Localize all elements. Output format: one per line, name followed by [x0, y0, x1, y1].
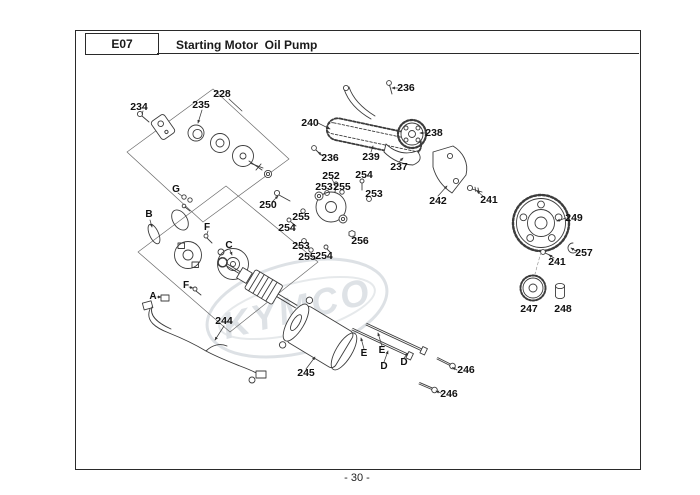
oil-pump-parts — [136, 110, 273, 179]
idler-gear-247 — [519, 274, 547, 302]
page-number: - 30 - — [344, 472, 370, 484]
part-label-249: 249 — [565, 211, 583, 224]
part-label-228: 228 — [213, 87, 231, 100]
bolt-241-upper — [466, 184, 483, 193]
part-label-E: E — [378, 345, 386, 356]
part-label-F: F — [182, 280, 190, 291]
part-label-245: 245 — [297, 366, 315, 379]
part-label-252: 252 — [322, 169, 340, 182]
section-code: E07 — [111, 37, 133, 51]
part-label-235: 235 — [192, 98, 210, 111]
through-bolts — [351, 322, 428, 361]
page-frame — [75, 30, 641, 470]
part-label-241: 241 — [480, 193, 498, 206]
part-label-253: 253 — [292, 239, 310, 252]
part-label-A: A — [149, 291, 157, 302]
part-label-239: 239 — [362, 150, 380, 163]
part-label-257: 257 — [575, 246, 593, 259]
part-label-242: 242 — [429, 194, 447, 207]
wire-harness — [141, 300, 267, 384]
end-cover-detail-box — [137, 185, 319, 333]
part-label-253: 253 — [365, 187, 383, 200]
bracket-242 — [432, 145, 468, 194]
part-label-254: 254 — [355, 168, 373, 181]
part-label-250: 250 — [259, 198, 277, 211]
part-label-236: 236 — [321, 151, 339, 164]
starter-motor-housing — [278, 296, 358, 371]
part-label-254: 254 — [315, 249, 333, 262]
section-code-box: E07 — [85, 33, 159, 55]
part-label-255: 255 — [333, 180, 351, 193]
part-label-241: 241 — [548, 255, 566, 268]
gear-axis-line — [534, 251, 542, 275]
part-label-E: E — [360, 348, 368, 359]
part-label-246: 246 — [457, 363, 475, 376]
part-label-244: 244 — [215, 314, 233, 327]
o-ring — [147, 223, 161, 245]
driven-gear-249 — [511, 193, 571, 253]
part-label-D: D — [400, 357, 408, 368]
part-label-234: 234 — [130, 100, 148, 113]
part-label-254: 254 — [278, 221, 296, 234]
part-label-237: 237 — [390, 160, 408, 173]
part-label-246: 246 — [440, 387, 458, 400]
part-label-C: C — [225, 240, 233, 251]
part-label-248: 248 — [554, 302, 572, 315]
part-label-255: 255 — [298, 250, 316, 263]
collar-248 — [555, 282, 565, 300]
part-label-236: 236 — [397, 81, 415, 94]
clip-257 — [567, 242, 578, 254]
page-title: Starting Motor Oil Pump — [176, 38, 318, 52]
part-label-247: 247 — [520, 302, 538, 315]
part-label-253: 253 — [315, 180, 333, 193]
armature — [217, 257, 298, 309]
part-label-255: 255 — [292, 210, 310, 223]
part-label-G: G — [172, 184, 180, 195]
leader-lines — [141, 86, 577, 394]
part-label-B: B — [145, 209, 153, 220]
header-rule — [157, 53, 639, 54]
oil-pump-detail-box — [126, 88, 290, 223]
part-label-D: D — [380, 361, 388, 372]
part-label-238: 238 — [425, 126, 443, 139]
part-label-F: F — [203, 222, 211, 233]
part-label-240: 240 — [301, 116, 319, 129]
pump-cover-and-fasteners — [273, 178, 372, 254]
part-label-256: 256 — [351, 234, 369, 247]
